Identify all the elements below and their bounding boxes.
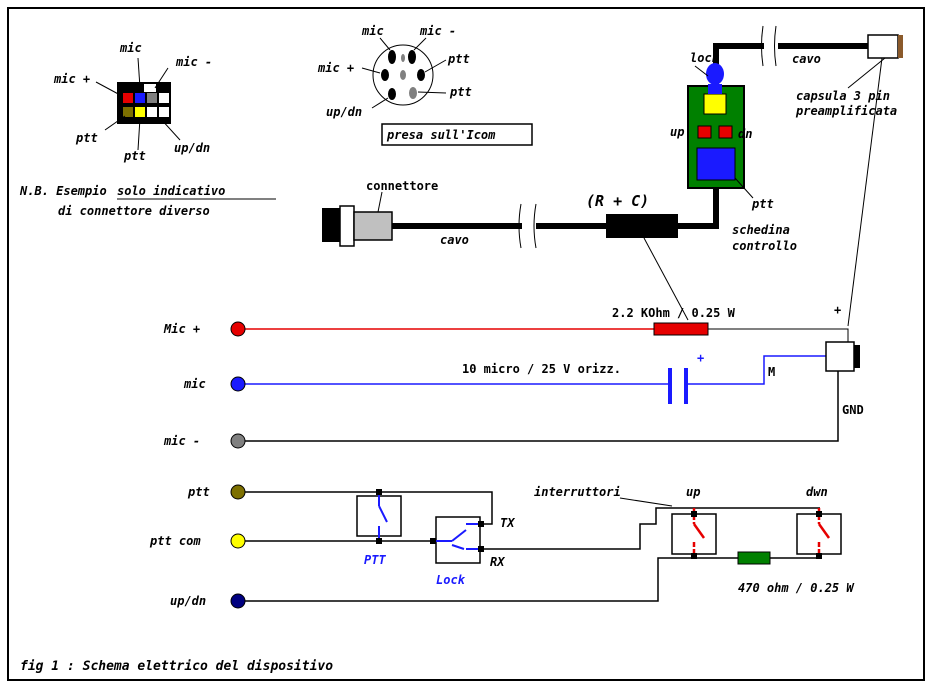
- wire-ptt: [244, 491, 493, 525]
- label-resistor2: 470 ohm / 0.25 W: [738, 581, 855, 595]
- dwn-switch: [796, 513, 842, 555]
- label-conn-ptt-bottom: ptt: [123, 149, 146, 163]
- diagram-frame: [7, 7, 925, 681]
- label-row-mic-plus: Mic +: [163, 322, 200, 336]
- label-conn-mic: mic: [119, 41, 142, 55]
- label-conn-updn: up/dn: [174, 141, 210, 155]
- label-tx: TX: [500, 516, 515, 530]
- terminal-mic-plus: [230, 321, 246, 337]
- label-presa: presa sull'Icom: [386, 128, 496, 142]
- ptt-circuit: PTT Lock TX RX: [149, 484, 855, 609]
- label-row-mic: mic: [183, 377, 206, 391]
- pin-mic: [135, 93, 145, 103]
- label-m: M: [768, 365, 775, 379]
- connector-housing: [353, 211, 393, 241]
- control-board-sketch: cavo capsula 3 pin preamplificata lock u…: [322, 25, 903, 321]
- figure-caption: fig 1 : Schema elettrico del dispositivo: [20, 659, 333, 674]
- label-lock-top: lock: [690, 51, 720, 65]
- label-capsula-2: preamplificata: [795, 104, 897, 118]
- mic-capsule: [867, 34, 899, 59]
- terminal-mic: [230, 376, 246, 392]
- label-rx: RX: [490, 555, 505, 569]
- wire-mic-minus: [244, 371, 839, 442]
- rc-sleeve: [606, 214, 678, 238]
- lock-knob: [706, 63, 724, 85]
- connector-sketch: mic mic - mic + ptt ptt up/dn: [53, 41, 212, 163]
- dn-button: [718, 125, 733, 139]
- label-connettore: connettore: [366, 179, 438, 193]
- resistor-470: [737, 551, 771, 565]
- pin-ptt-com: [135, 107, 145, 117]
- presa-box: [381, 123, 533, 146]
- pin-ptt: [123, 107, 133, 117]
- label-resistor: 2.2 KOhm / 0.25 W: [612, 306, 736, 320]
- label-ptt-board: ptt: [751, 197, 774, 211]
- note-underlined: solo indicativo: [117, 184, 225, 198]
- ptt-button: [696, 147, 736, 181]
- label-conn-mic-minus: mic -: [175, 55, 212, 69]
- label-din-mic-plus: mic +: [317, 61, 354, 75]
- label-dn-board: dn: [738, 127, 752, 141]
- label-interruttori: interruttori: [534, 485, 621, 499]
- label-cavo-bottom: cavo: [440, 233, 469, 247]
- label-sw-dwn: dwn: [806, 485, 828, 499]
- connector-plug: [322, 208, 342, 242]
- terminal-mic-minus: [230, 433, 246, 449]
- pin-mic-minus: [147, 93, 157, 103]
- pin-mic-plus: [123, 93, 133, 103]
- wire-updn: [244, 557, 694, 602]
- label-din-mic-minus: mic -: [419, 24, 456, 38]
- label-up-board: up: [670, 125, 684, 139]
- label-sw-up: up: [686, 485, 700, 499]
- terminal-ptt-com: [230, 533, 246, 549]
- lock-switch-body: [703, 93, 727, 115]
- terminal-updn: [230, 593, 246, 609]
- terminal-ptt: [230, 484, 246, 500]
- connector-note: N.B. Esempio solo indicativo di connetto…: [19, 184, 276, 218]
- label-row-ptt: ptt: [187, 485, 210, 499]
- resistor-2k2: [653, 322, 709, 336]
- label-mic-plus-side: +: [834, 303, 841, 317]
- label-cap-plus: +: [697, 351, 704, 365]
- label-gnd: GND: [842, 403, 864, 417]
- label-din-mic: mic: [361, 24, 384, 38]
- note-prefix: N.B. Esempio: [19, 184, 107, 198]
- label-din-ptt2: ptt: [449, 85, 472, 99]
- mic-circuit: 2.2 KOhm / 0.25 W + 10 micro / 25 V oriz…: [163, 57, 883, 449]
- label-schedina-2: controllo: [732, 239, 797, 253]
- label-lock-switch: Lock: [436, 573, 466, 587]
- label-row-updn: up/dn: [170, 594, 206, 608]
- label-conn-mic-plus: mic +: [53, 72, 90, 86]
- label-cavo-top: cavo: [792, 52, 821, 66]
- up-button: [697, 125, 712, 139]
- label-capsula-1: capsula 3 pin: [796, 89, 890, 103]
- label-capacitor: 10 micro / 25 V orizz.: [462, 362, 621, 376]
- label-conn-ptt-left: ptt: [75, 131, 98, 145]
- label-ptt-switch: PTT: [364, 553, 386, 567]
- label-schedina-1: schedina: [732, 223, 790, 237]
- din-socket: mic mic - mic + ptt ptt up/dn presa sull…: [317, 24, 533, 146]
- capsule-symbol: [825, 341, 855, 372]
- label-rc: (R + C): [586, 192, 649, 210]
- note-line2: di connettore diverso: [58, 204, 210, 218]
- label-row-ptt-com: ptt com: [149, 534, 201, 548]
- label-din-ptt1: ptt: [447, 52, 470, 66]
- label-row-mic-minus: mic -: [163, 434, 200, 448]
- label-din-updn: up/dn: [326, 105, 362, 119]
